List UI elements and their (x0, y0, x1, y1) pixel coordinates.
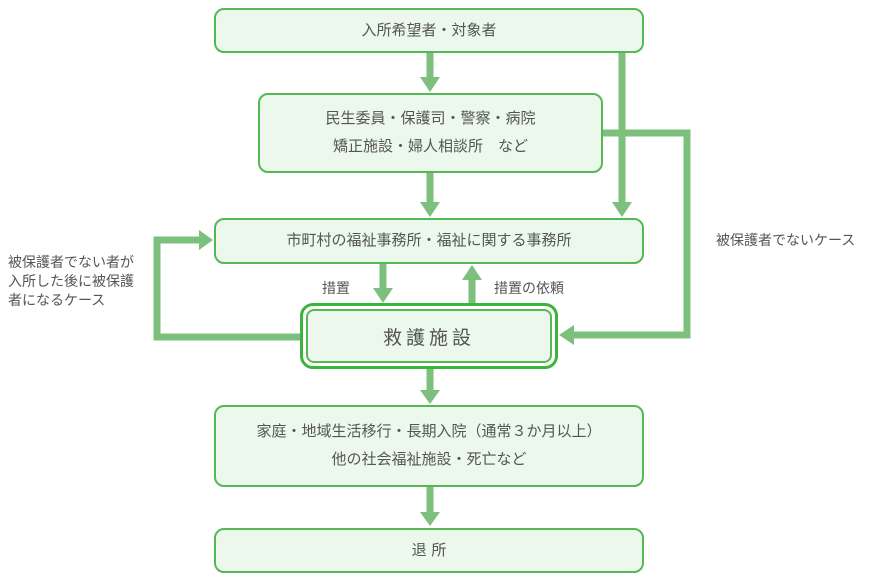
arrow-placement-request-facility-to-welfare (462, 265, 482, 303)
arrow-referral-to-welfare (420, 173, 440, 217)
node-leaving-destinations: 家庭・地域生活移行・長期入院（通常３か月以上） 他の社会福祉施設・死亡など (214, 405, 644, 487)
arrow-leaving-to-discharge (420, 487, 440, 526)
node-referral-orgs: 民生委員・保護司・警察・病院 矯正施設・婦人相談所 など (258, 93, 603, 173)
node-discharge: 退 所 (214, 528, 644, 573)
node-welfare-office-label: 市町村の福祉事務所・福祉に関する事務所 (286, 231, 572, 250)
arrow-referral-to-facility-non-protected (559, 129, 691, 345)
arrow-placement-welfare-to-facility (373, 264, 393, 303)
node-relief-facility-label: 救護施設 (306, 309, 552, 363)
readmission-note-line1: 被保護者でない者が (8, 255, 134, 271)
edge-label-placement-request: 措置の依頼 (494, 281, 564, 297)
node-applicants: 入所希望者・対象者 (214, 8, 644, 53)
node-leaving-line2: 他の社会福祉施設・死亡など (331, 450, 527, 468)
node-leaving-line1: 家庭・地域生活移行・長期入院（通常３か月以上） (256, 422, 602, 441)
arrow-applicants-to-referral (420, 52, 440, 92)
readmission-note-line2: 入所した後に被保護 (8, 274, 134, 290)
edge-label-placement: 措置 (322, 281, 350, 297)
arrow-applicants-direct-to-welfare (612, 52, 632, 217)
edge-label-readmission-note: 被保護者でない者が 入所した後に被保護 者になるケース (8, 254, 134, 311)
node-welfare-office: 市町村の福祉事務所・福祉に関する事務所 (214, 218, 644, 264)
arrow-facility-loop-to-welfare (153, 230, 300, 341)
arrow-facility-to-leaving (420, 369, 440, 404)
readmission-note-line3: 者になるケース (8, 293, 106, 309)
edge-label-non-protected-case: 被保護者でないケース (716, 233, 856, 249)
node-applicants-label: 入所希望者・対象者 (361, 20, 497, 39)
node-referral-orgs-line1: 民生委員・保護司・警察・病院 (325, 109, 536, 128)
node-relief-facility: 救護施設 (300, 303, 558, 369)
node-referral-orgs-line2: 矯正施設・婦人相談所 など (332, 137, 528, 155)
node-discharge-label: 退 所 (411, 540, 447, 559)
